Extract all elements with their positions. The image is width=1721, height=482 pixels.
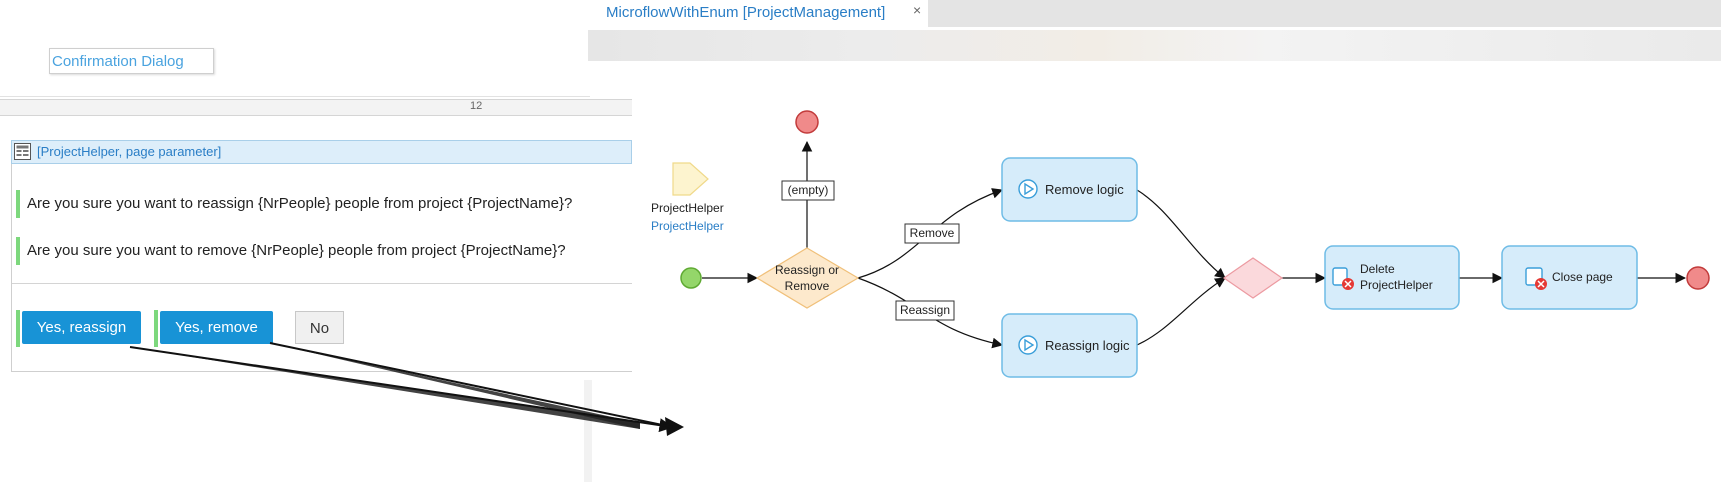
text-reassign-question[interactable]: Are you sure you want to reassign {NrPeo… xyxy=(27,195,573,212)
flow-label-box xyxy=(895,300,955,321)
tab-microflow[interactable] xyxy=(588,0,928,27)
activity-remove-logic[interactable] xyxy=(1001,157,1138,222)
parameter-icon[interactable] xyxy=(672,162,709,196)
activity-close-page[interactable] xyxy=(1501,245,1638,310)
grid-ruler xyxy=(0,99,632,116)
widget-marker xyxy=(16,310,20,347)
dataview-header-label: [ProjectHelper, page parameter] xyxy=(37,144,222,159)
annotation-arrows xyxy=(129,342,684,436)
sequence-flows xyxy=(702,140,1687,349)
tab-title: MicroflowWithEnum [ProjectManagement] xyxy=(606,4,886,21)
parameter-type: ProjectHelper xyxy=(651,219,724,233)
split-label-line1: Reassign or xyxy=(774,263,840,277)
delete-object-icon xyxy=(1332,267,1354,290)
divider xyxy=(0,96,590,97)
microflow-call-icon xyxy=(1018,179,1038,199)
close-page-icon xyxy=(1525,267,1547,290)
activity-label-reassign-logic: Reassign logic xyxy=(1045,338,1130,353)
dataview-header[interactable] xyxy=(11,140,632,164)
end-event[interactable] xyxy=(1686,266,1710,290)
exclusive-split[interactable] xyxy=(755,247,860,309)
start-event[interactable] xyxy=(680,267,702,289)
split-label-line2: Remove xyxy=(784,279,830,293)
confirmation-dialog-widget[interactable]: Confirmation Dialog xyxy=(49,48,214,74)
flow-label-reassign: Reassign xyxy=(899,303,951,317)
no-button[interactable]: No xyxy=(295,311,344,344)
activity-reassign-logic[interactable] xyxy=(1001,313,1138,378)
flow-label-box xyxy=(904,223,960,244)
activity-label-close-page: Close page xyxy=(1552,270,1613,284)
close-icon[interactable]: × xyxy=(913,2,922,18)
activity-label-delete-line2: ProjectHelper xyxy=(1360,278,1433,292)
parameter-name: ProjectHelper xyxy=(651,201,724,215)
merge[interactable] xyxy=(1222,257,1284,299)
microflow-call-icon xyxy=(1018,335,1038,355)
flow-remove-to-merge[interactable] xyxy=(1136,189,1226,279)
widget-marker xyxy=(16,190,20,218)
yes-remove-button[interactable]: Yes, remove xyxy=(160,311,273,344)
activity-label-remove-logic: Remove logic xyxy=(1045,182,1124,197)
dataview-body xyxy=(11,164,632,372)
widget-marker xyxy=(154,310,158,347)
widget-marker xyxy=(16,237,20,265)
flow-label-remove: Remove xyxy=(909,226,955,240)
flow-label-empty: (empty) xyxy=(787,183,829,197)
activity-delete-projecthelper[interactable] xyxy=(1324,245,1460,310)
grid-column-number: 12 xyxy=(470,100,483,112)
flow-label-box xyxy=(781,180,835,201)
end-event-empty[interactable] xyxy=(795,110,819,134)
activity-label-delete-line1: Delete xyxy=(1360,262,1395,276)
flow-reassign-to-merge[interactable] xyxy=(1136,277,1226,346)
editor-toolbar xyxy=(588,30,1721,61)
panel-divider xyxy=(584,380,592,482)
dataview-icon xyxy=(14,143,31,160)
divider xyxy=(12,283,632,284)
text-remove-question[interactable]: Are you sure you want to remove {NrPeopl… xyxy=(27,242,566,259)
yes-reassign-button[interactable]: Yes, reassign xyxy=(22,311,141,344)
